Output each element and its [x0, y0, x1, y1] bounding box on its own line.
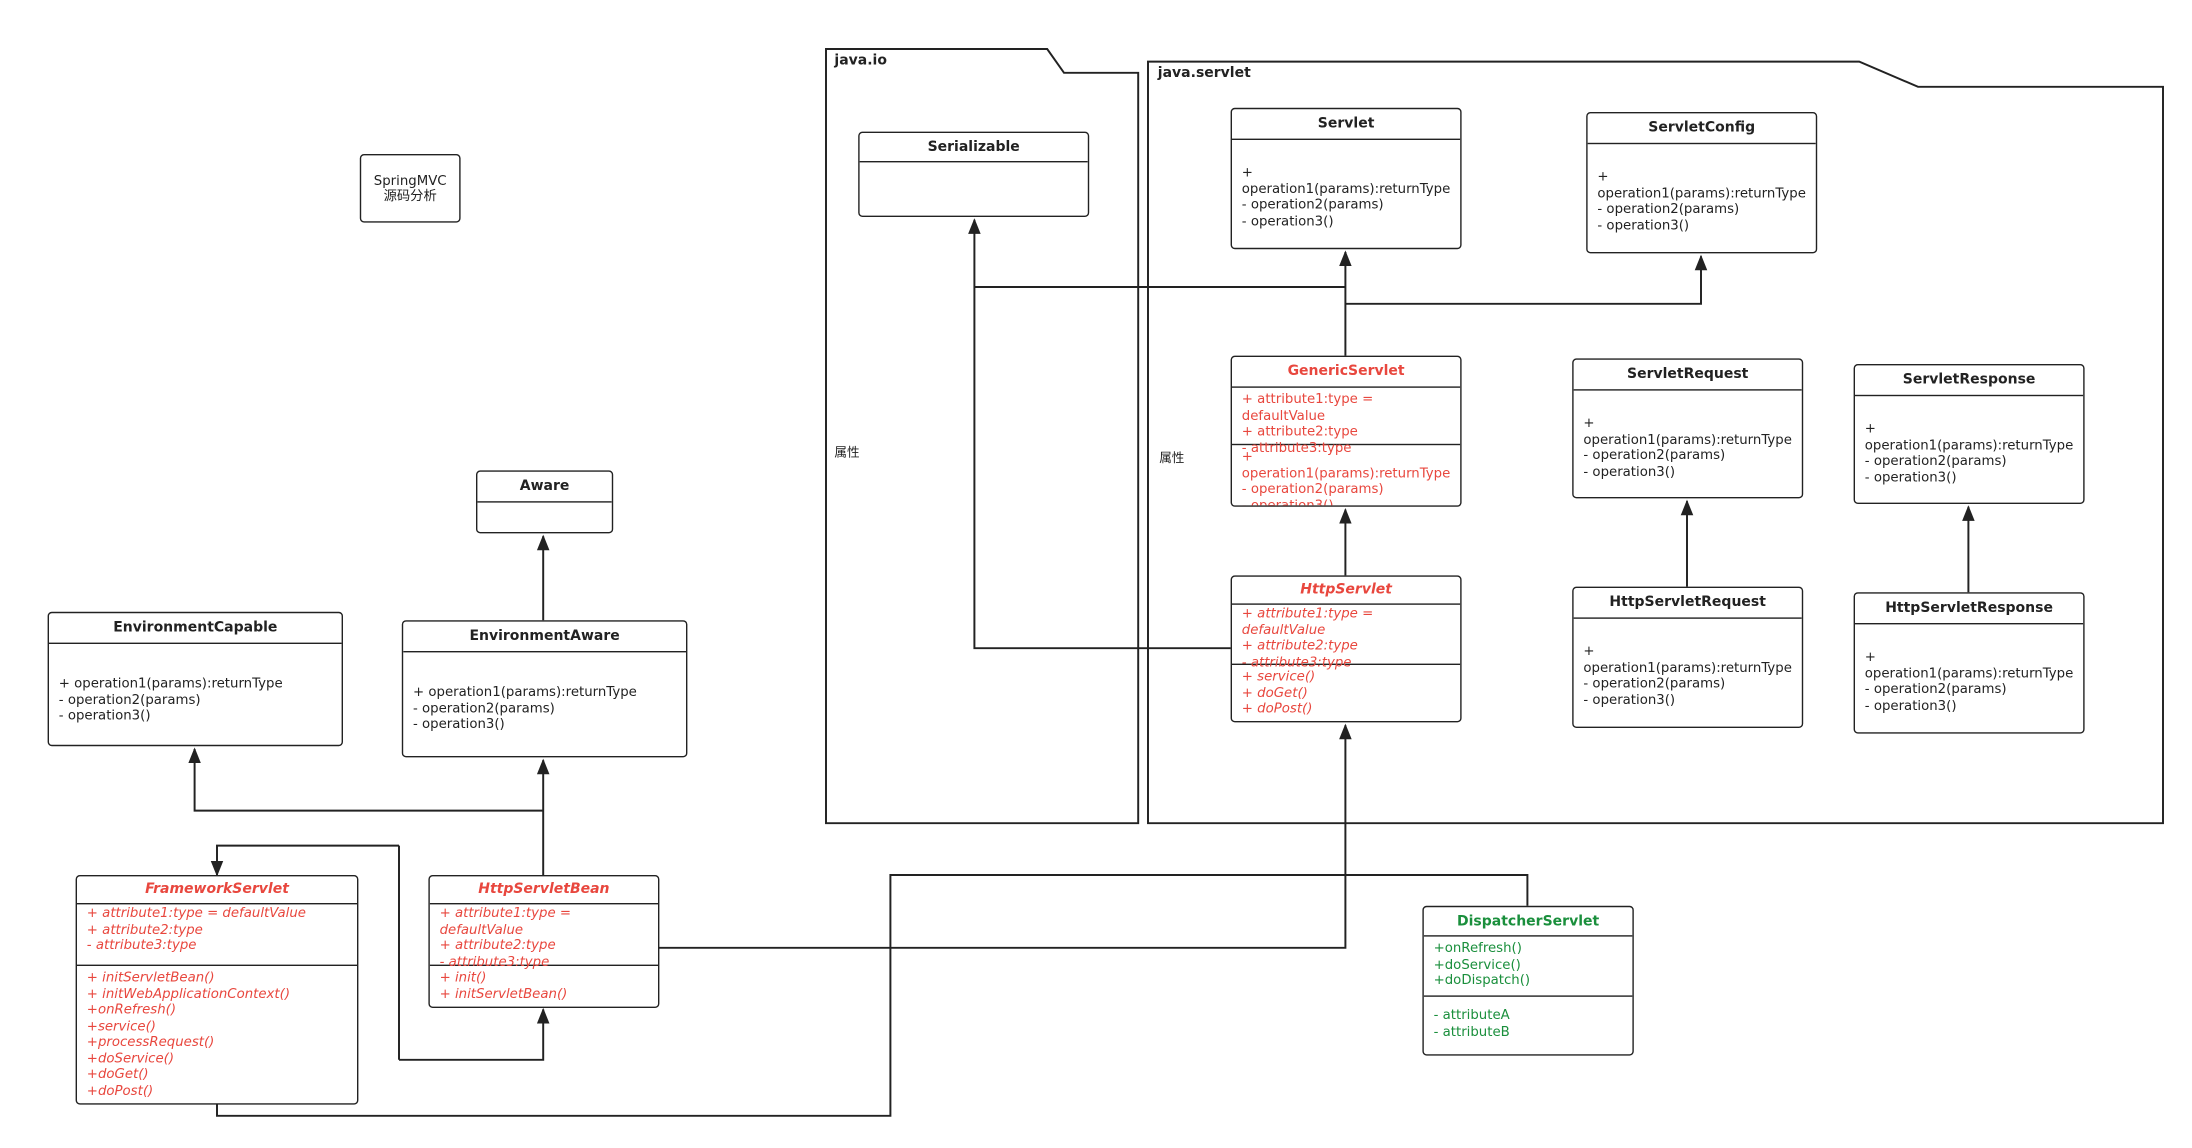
class-http-servlet-operations: + service() + doGet() + doPost(): [1232, 663, 1461, 721]
note-line-2: 源码分析: [383, 188, 437, 204]
class-http-servlet-response-operations: + operation1(params):returnType - operat…: [1864, 649, 2074, 714]
class-framework-servlet-name: FrameworkServlet: [77, 876, 357, 905]
class-framework-servlet-operations: + initServletBean() + initWebApplication…: [77, 964, 357, 1104]
class-environment-capable-operations: + operation1(params):returnType - operat…: [58, 676, 283, 724]
class-http-servlet-request[interactable]: HttpServletRequest + operation1(params):…: [1572, 586, 1804, 728]
class-dispatcher-servlet[interactable]: DispatcherServlet +onRefresh() +doServic…: [1422, 905, 1634, 1056]
class-aware[interactable]: Aware: [476, 470, 614, 534]
class-generic-servlet-name: GenericServlet: [1232, 357, 1461, 388]
package-java-servlet-label: java.servlet: [1157, 65, 1251, 82]
class-http-servlet-request-operations: + operation1(params):returnType - operat…: [1583, 644, 1792, 708]
class-servlet-request-name: ServletRequest: [1573, 360, 1802, 391]
class-servlet-response-operations: + operation1(params):returnType - operat…: [1864, 421, 2074, 486]
class-environment-aware-operations: + operation1(params):returnType - operat…: [413, 684, 637, 733]
package-java-servlet-attr: 属性: [1159, 452, 1185, 467]
pkg-java-servlet-outline: [1147, 60, 2164, 825]
class-servlet-name: Servlet: [1232, 109, 1461, 140]
package-java-io-attr: 属性: [834, 446, 860, 461]
title-note[interactable]: SpringMVC 源码分析: [359, 154, 461, 223]
class-framework-servlet-attributes: + attribute1:type = defaultValue + attri…: [86, 905, 306, 954]
pkg-java-io-outline: [825, 48, 1140, 825]
class-http-servlet-request-name: HttpServletRequest: [1573, 588, 1802, 619]
class-generic-servlet-attributes: + attribute1:type = defaultValue + attri…: [1241, 392, 1374, 456]
class-servlet-response[interactable]: ServletResponse + operation1(params):ret…: [1853, 364, 2085, 504]
class-http-servlet[interactable]: HttpServlet + attribute1:type = defaultV…: [1230, 575, 1462, 723]
class-serializable-name: Serializable: [859, 133, 1088, 163]
class-servlet-response-name: ServletResponse: [1855, 365, 2084, 397]
class-servlet-config[interactable]: ServletConfig + operation1(params):retur…: [1586, 112, 1818, 254]
class-generic-servlet[interactable]: GenericServlet + attribute1:type = defau…: [1230, 355, 1462, 507]
class-aware-name: Aware: [477, 472, 612, 503]
class-dispatcher-servlet-operations: +onRefresh() +doService() +doDispatch(): [1433, 940, 1531, 989]
class-servlet-config-operations: + operation1(params):returnType - operat…: [1597, 169, 1806, 234]
class-http-servlet-bean-operations: + init() + initServletBean(): [429, 964, 658, 1007]
class-framework-servlet[interactable]: FrameworkServlet + attribute1:type = def…: [75, 875, 359, 1105]
class-generic-servlet-operations: + operation1(params):returnType - operat…: [1232, 443, 1461, 505]
package-java-io-label: java.io: [834, 53, 887, 69]
class-servlet-operations: + operation1(params):returnType - operat…: [1241, 165, 1451, 229]
class-http-servlet-bean[interactable]: HttpServletBean + attribute1:type = defa…: [428, 875, 660, 1008]
class-dispatcher-servlet-name: DispatcherServlet: [1423, 907, 1633, 937]
class-servlet[interactable]: Servlet + operation1(params):returnType …: [1230, 107, 1462, 250]
class-http-servlet-response-name: HttpServletResponse: [1855, 594, 2084, 625]
class-servlet-request[interactable]: ServletRequest + operation1(params):retu…: [1572, 358, 1804, 499]
class-environment-aware-name: EnvironmentAware: [403, 622, 686, 653]
class-http-servlet-attributes: + attribute1:type = defaultValue + attri…: [1241, 606, 1374, 670]
class-environment-capable-name: EnvironmentCapable: [49, 613, 342, 644]
class-environment-aware[interactable]: EnvironmentAware + operation1(params):re…: [401, 620, 688, 758]
class-http-servlet-bean-attributes: + attribute1:type = defaultValue + attri…: [439, 905, 572, 970]
class-http-servlet-bean-name: HttpServletBean: [429, 876, 658, 905]
class-serializable[interactable]: Serializable: [858, 131, 1090, 217]
class-servlet-config-name: ServletConfig: [1587, 113, 1816, 145]
class-environment-capable[interactable]: EnvironmentCapable + operation1(params):…: [47, 611, 343, 747]
class-servlet-request-operations: + operation1(params):returnType - operat…: [1583, 415, 1792, 480]
class-dispatcher-servlet-attributes: - attributeA - attributeB: [1423, 995, 1633, 1044]
class-http-servlet-name: HttpServlet: [1232, 577, 1461, 605]
note-line-1: SpringMVC: [373, 172, 447, 189]
class-http-servlet-response[interactable]: HttpServletResponse + operation1(params)…: [1853, 592, 2085, 734]
